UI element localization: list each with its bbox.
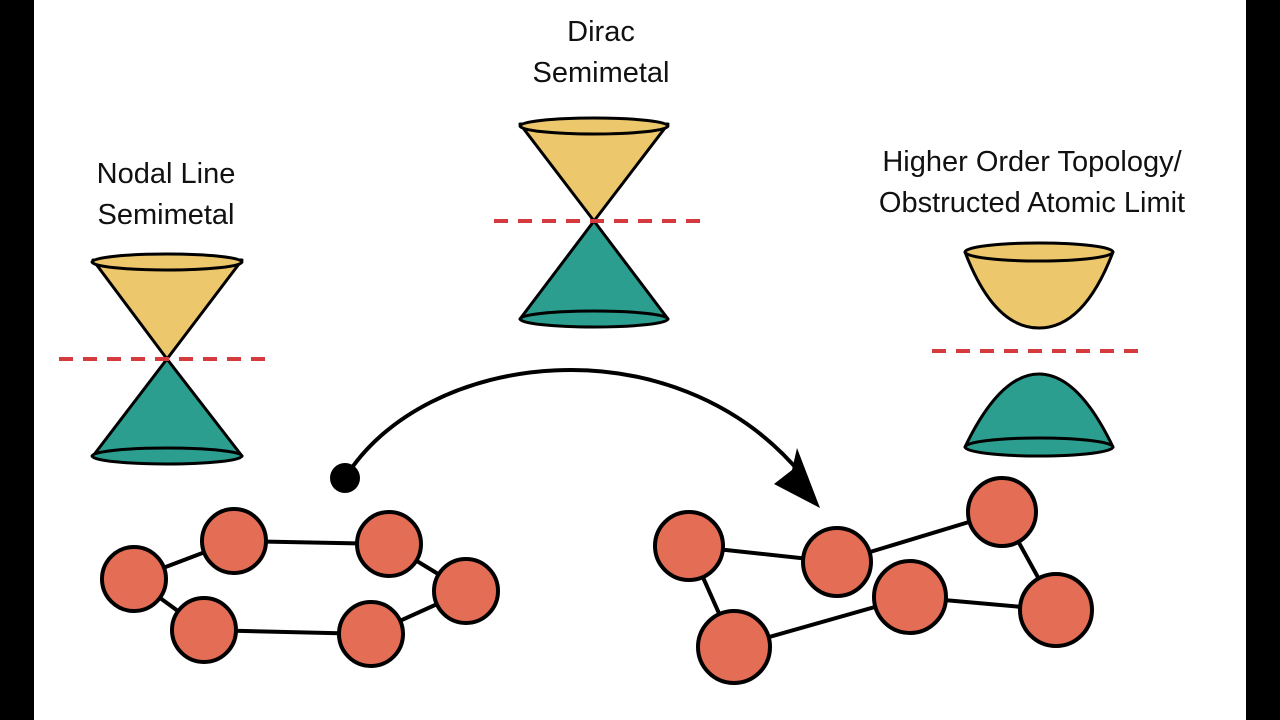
lattice-atom [100,545,168,613]
dirac-lower-cone [518,219,670,321]
nodal-line-band-cone [90,252,244,466]
nodal-lower-cone [91,357,244,458]
gapped-upper-band-rim [963,241,1115,263]
nodal-lower-cone-rim [90,446,244,466]
obstructed-lattice-atoms [653,476,1094,685]
dirac-band-cone [518,116,670,329]
arrow-head [774,448,820,508]
obstructed-lattice [653,476,1094,685]
diagram-artwork [59,116,1148,685]
nodal-lattice [100,507,500,668]
gapped-upper-band [963,250,1115,330]
nodal-line-label-line1: Nodal Line [96,158,236,190]
gapped-lower-band [963,372,1115,449]
lattice-atom [966,476,1038,548]
lattice-atom [696,609,772,685]
dirac-lower-cone-rim [518,309,670,329]
gapped-lower-band-rim [963,436,1115,458]
lattice-atom [653,510,725,582]
arrow-start-dot [330,463,360,493]
dirac-semimetal-label: Dirac Semimetal [501,12,701,94]
higher-order-label-line2: Obstructed Atomic Limit [878,187,1186,219]
nodal-line-label-line2: Semimetal [97,199,235,231]
lattice-atom [355,510,423,578]
arrow-arc [343,368,804,480]
lattice-atom [432,557,500,625]
higher-order-topology-label: Higher Order Topology/ Obstructed Atomic… [852,142,1212,224]
nodal-upper-cone [91,258,244,361]
dirac-label-line2: Semimetal [532,57,670,89]
gapped-bands [963,241,1115,458]
nodal-upper-cone-rim [90,252,244,272]
lattice-atom [872,559,948,635]
nodal-line-semimetal-label: Nodal Line Semimetal [66,154,266,236]
nodal-lattice-atoms [100,507,500,668]
lattice-atom [801,526,873,598]
higher-order-label-line1: Higher Order Topology/ [882,146,1182,178]
lattice-atom [1018,572,1094,648]
dirac-upper-cone [518,122,670,223]
lattice-atom [170,596,238,664]
lattice-atom [337,600,405,668]
dirac-label-line1: Dirac [567,16,635,48]
diagram-canvas: Nodal Line Semimetal Dirac Semimetal Hig… [34,0,1246,720]
curved-arrow-icon [330,368,820,508]
dirac-upper-cone-rim [518,116,670,136]
lattice-atom [200,507,268,575]
